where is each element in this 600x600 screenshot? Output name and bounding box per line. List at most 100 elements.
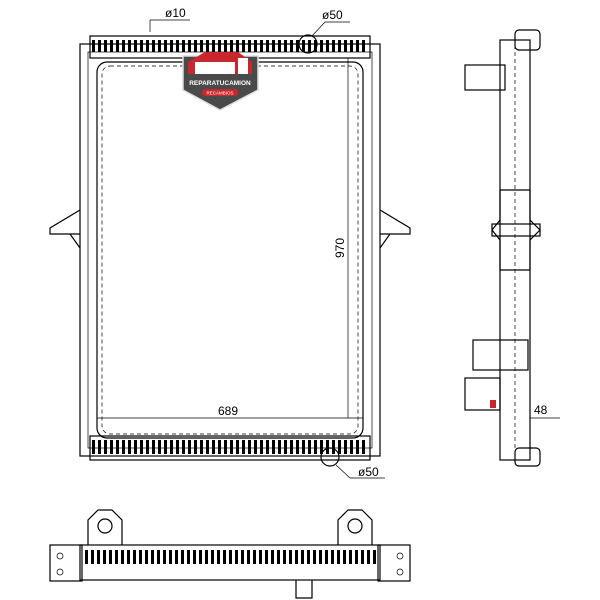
tank-rib: [199, 550, 202, 564]
tank-rib: [272, 40, 275, 52]
tank-rib: [109, 550, 112, 564]
tank-rib: [200, 440, 203, 454]
tank-rib: [121, 550, 124, 564]
tank-rib: [266, 40, 269, 52]
tank-rib: [236, 440, 239, 454]
tank-rib: [181, 550, 184, 564]
tank-rib: [265, 550, 268, 564]
tank-rib: [338, 440, 341, 454]
tank-rib: [289, 550, 292, 564]
brand-logo: REPARATUCAMION RECAMBIOS: [182, 52, 259, 111]
tank-rib: [205, 550, 208, 564]
tank-rib: [110, 40, 113, 52]
tank-rib: [98, 440, 101, 454]
tank-rib: [151, 550, 154, 564]
logo-brand: REPARATUCAMION: [189, 80, 251, 87]
tank-rib: [134, 40, 137, 52]
tank-rib: [325, 550, 328, 564]
tank-rib: [337, 550, 340, 564]
tank-rib: [134, 440, 137, 454]
tank-rib: [140, 40, 143, 52]
tank-rib: [319, 550, 322, 564]
tank-rib: [356, 40, 359, 52]
tank-rib: [122, 40, 125, 52]
tank-rib: [182, 440, 185, 454]
tank-rib: [254, 440, 257, 454]
tank-rib: [362, 40, 365, 52]
tank-rib: [212, 440, 215, 454]
tank-rib: [212, 40, 215, 52]
tank-rib: [170, 40, 173, 52]
tank-rib: [206, 440, 209, 454]
tank-rib: [283, 550, 286, 564]
tank-rib: [175, 550, 178, 564]
tank-rib: [115, 550, 118, 564]
tank-rib: [110, 440, 113, 454]
tank-rib: [349, 550, 352, 564]
tank-rib: [235, 550, 238, 564]
tank-rib: [169, 550, 172, 564]
tank-rib: [284, 40, 287, 52]
tank-rib: [308, 440, 311, 454]
tank-rib: [217, 550, 220, 564]
left-bracket: [49, 209, 81, 249]
tank-rib: [103, 550, 106, 564]
right-bracket: [379, 209, 411, 249]
tank-rib: [343, 550, 346, 564]
tank-rib: [290, 440, 293, 454]
tank-rib: [367, 550, 370, 564]
tank-rib: [145, 550, 148, 564]
tank-rib: [313, 550, 316, 564]
tank-rib: [128, 40, 131, 52]
tank-rib: [350, 40, 353, 52]
tank-rib: [146, 440, 149, 454]
dim-bottom-port: ø50: [358, 465, 379, 479]
tank-rib: [164, 440, 167, 454]
tank-rib: [254, 40, 257, 52]
tank-rib: [332, 40, 335, 52]
tank-rib: [157, 550, 160, 564]
tank-rib: [211, 550, 214, 564]
side-view: [464, 29, 560, 467]
tank-rib: [356, 440, 359, 454]
tank-rib: [230, 440, 233, 454]
tank-rib: [277, 550, 280, 564]
tank-rib: [122, 440, 125, 454]
tank-rib: [307, 550, 310, 564]
tank-rib: [85, 550, 88, 564]
tank-rib: [253, 550, 256, 564]
tank-rib: [200, 40, 203, 52]
tank-rib: [230, 40, 233, 52]
tank-rib: [260, 440, 263, 454]
tank-rib: [116, 440, 119, 454]
tank-rib: [146, 40, 149, 52]
tank-rib: [116, 40, 119, 52]
tank-rib: [188, 440, 191, 454]
tank-rib: [152, 440, 155, 454]
tank-rib: [373, 550, 376, 564]
tank-rib: [104, 40, 107, 52]
tank-rib: [266, 440, 269, 454]
tank-rib: [314, 40, 317, 52]
tank-rib: [218, 440, 221, 454]
tank-rib: [302, 440, 305, 454]
tank-rib: [278, 40, 281, 52]
tank-rib: [272, 440, 275, 454]
tank-rib: [259, 550, 262, 564]
tank-rib: [223, 550, 226, 564]
tank-rib: [284, 440, 287, 454]
tank-rib: [361, 550, 364, 564]
tank-rib: [194, 40, 197, 52]
tank-rib: [139, 550, 142, 564]
tank-rib: [260, 40, 263, 52]
tank-rib: [164, 40, 167, 52]
tank-rib: [188, 40, 191, 52]
tank-rib: [295, 550, 298, 564]
dim-depth: 48: [534, 403, 548, 417]
front-view: [49, 19, 411, 479]
tank-rib: [92, 40, 95, 52]
tank-rib: [97, 550, 100, 564]
logo-subtitle: RECAMBIOS: [206, 91, 233, 96]
tank-rib: [242, 440, 245, 454]
